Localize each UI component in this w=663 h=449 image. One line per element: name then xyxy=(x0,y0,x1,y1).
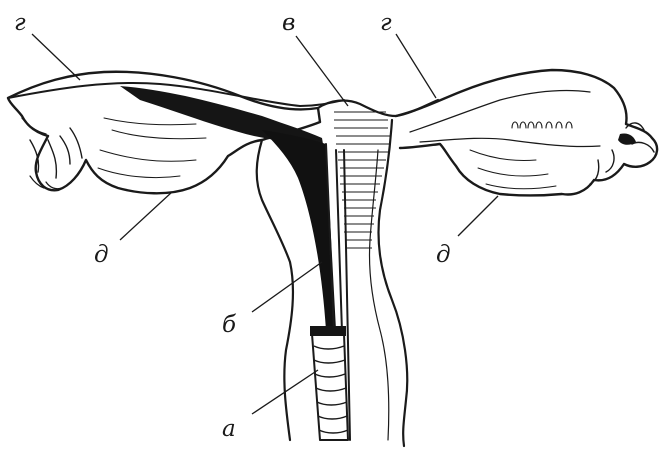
label-g-left: г xyxy=(14,10,26,36)
label-v: в xyxy=(282,10,295,36)
leader-line-g-left xyxy=(32,34,80,80)
label-g-right: г xyxy=(380,10,392,36)
leader-line-v xyxy=(296,36,348,106)
left-ovary-detail xyxy=(98,118,206,178)
leader-line-b xyxy=(252,262,322,312)
right-wall xyxy=(379,120,408,446)
right-ovary-detail xyxy=(470,150,556,189)
right-adnexa-outline xyxy=(396,70,657,196)
leader-line-d-left xyxy=(120,192,172,240)
left-wall xyxy=(257,140,293,440)
right-ovary-follicles xyxy=(512,122,572,128)
right-fimbria-tuft xyxy=(618,133,636,144)
label-d-right: д xyxy=(436,242,451,268)
label-b: б xyxy=(222,312,237,338)
probe-rod xyxy=(312,334,348,440)
right-wall-inner xyxy=(369,150,388,440)
uterus-body-hatching xyxy=(334,112,390,248)
right-tube-lining xyxy=(410,90,600,146)
label-d-left: д xyxy=(94,242,109,268)
leader-line-d-right xyxy=(458,196,498,236)
leader-line-g-right xyxy=(396,34,436,98)
label-a: а xyxy=(222,416,236,442)
left-fimbriae xyxy=(22,118,82,178)
uterine-cavity-dark xyxy=(262,130,336,330)
probe-tip xyxy=(310,326,346,336)
